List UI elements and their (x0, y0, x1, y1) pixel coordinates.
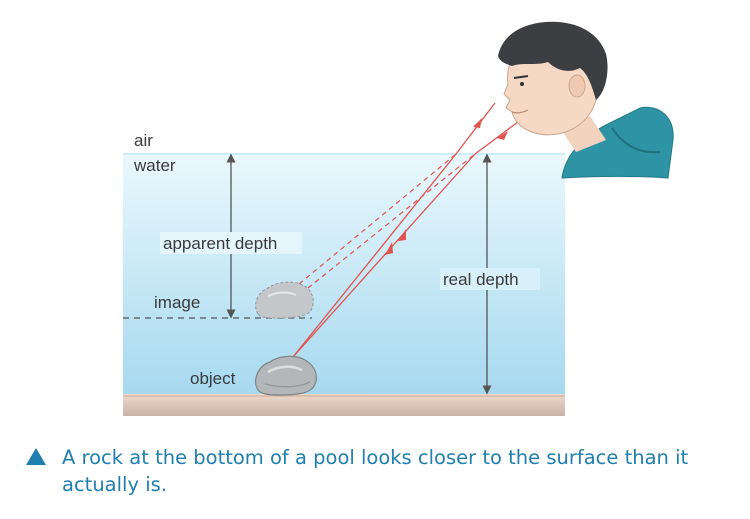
pool-floor (123, 394, 565, 416)
eye (520, 82, 524, 86)
hair (498, 21, 608, 101)
figure-caption: A rock at the bottom of a pool looks clo… (26, 444, 736, 498)
refracted-rays (292, 102, 519, 358)
rock-image (255, 281, 314, 319)
observer-head (498, 21, 674, 179)
label-object: object (190, 369, 236, 388)
ray-arrow (398, 229, 406, 241)
virtual-rays (298, 153, 476, 289)
label-apparent-depth: apparent depth (163, 234, 277, 253)
caption-text: A rock at the bottom of a pool looks clo… (62, 446, 689, 496)
label-water: water (133, 156, 176, 175)
ear (568, 74, 586, 98)
triangle-icon (26, 448, 46, 465)
ray-arrow (385, 242, 393, 255)
ray-arrow (473, 118, 482, 128)
label-air: air (134, 131, 153, 150)
label-image: image (154, 293, 200, 312)
ray-arrow (497, 131, 508, 140)
label-real-depth: real depth (443, 270, 519, 289)
